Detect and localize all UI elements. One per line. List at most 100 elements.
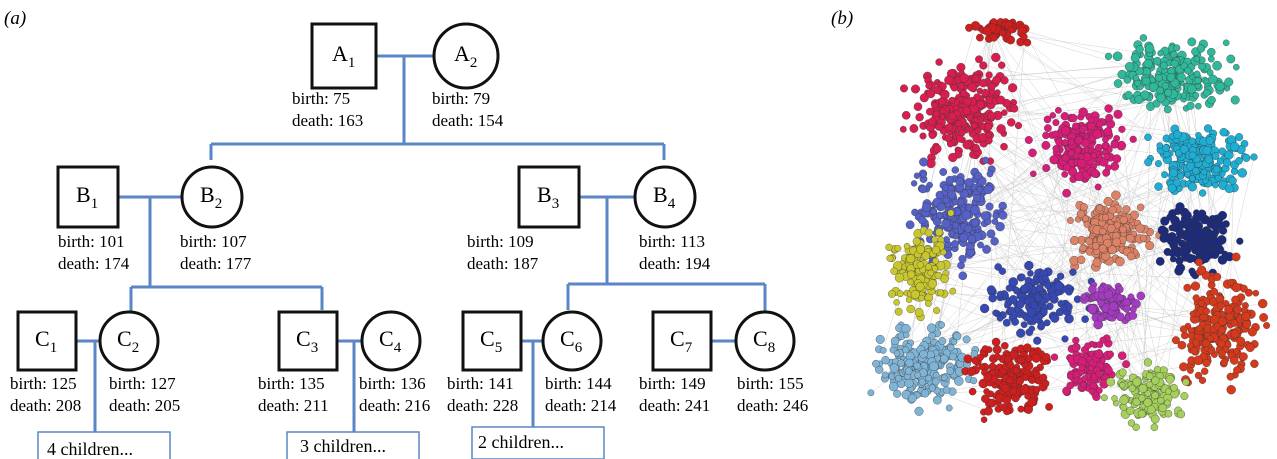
network-node	[1097, 314, 1105, 322]
network-node	[1151, 376, 1160, 385]
network-node	[1098, 244, 1107, 253]
network-node	[1028, 148, 1037, 158]
network-node	[1017, 356, 1025, 365]
network-node	[1201, 251, 1212, 261]
network-node	[1193, 70, 1201, 78]
network-node	[1071, 343, 1081, 352]
network-node	[980, 416, 988, 423]
network-node	[1203, 124, 1213, 133]
network-node	[1230, 95, 1240, 105]
network-node	[900, 84, 908, 93]
network-node	[924, 300, 932, 307]
male-square	[16, 310, 78, 372]
network-node	[1169, 255, 1177, 263]
network-edge	[949, 131, 1129, 316]
death-text: death: 194	[639, 254, 711, 273]
network-node	[1146, 381, 1154, 388]
network-node	[970, 377, 978, 385]
network-node	[1141, 76, 1151, 86]
network-node	[1000, 142, 1008, 151]
network-node	[983, 406, 993, 416]
network-node	[1105, 113, 1114, 122]
network-node	[907, 270, 916, 279]
person-label: B4	[653, 182, 676, 212]
birth-text: birth: 127	[109, 374, 176, 393]
network-node	[1102, 213, 1110, 222]
network-node	[1187, 367, 1194, 374]
network-node	[1226, 385, 1236, 395]
network-node	[914, 308, 924, 317]
network-node	[1143, 59, 1153, 69]
network-node	[1040, 308, 1048, 316]
panel-a-label: (a)	[4, 8, 26, 29]
person-c7: C7	[651, 310, 713, 372]
network-node	[1135, 223, 1145, 233]
network-node	[937, 289, 945, 297]
network-node	[1008, 277, 1019, 287]
network-node	[875, 334, 885, 344]
network-node	[948, 152, 958, 163]
network-node	[1226, 372, 1235, 381]
network-node	[1247, 327, 1257, 337]
network-node	[1144, 133, 1152, 141]
network-node	[1208, 74, 1218, 84]
network-node	[1212, 60, 1222, 71]
network-node	[1177, 172, 1185, 180]
network-node	[1228, 176, 1237, 185]
network-node	[1195, 132, 1202, 139]
network-node	[1195, 258, 1203, 267]
network-node	[910, 180, 918, 187]
network-node	[915, 113, 924, 122]
network-node	[1138, 394, 1146, 402]
network-node	[1204, 155, 1213, 164]
network-node	[1015, 376, 1024, 386]
network-node	[1146, 405, 1156, 414]
network-node	[1155, 74, 1163, 82]
network-node	[1016, 328, 1026, 338]
network-node	[1125, 234, 1135, 243]
death-text: death: 163	[292, 111, 363, 130]
network-node	[1008, 350, 1019, 360]
network-node	[1126, 406, 1135, 415]
children-box-c1-c2	[37, 431, 171, 459]
network-edge	[1170, 85, 1252, 315]
network-node	[1258, 298, 1268, 309]
network-node	[1161, 82, 1170, 90]
network-node	[899, 125, 907, 133]
network-node	[935, 228, 944, 237]
network-node	[1016, 300, 1025, 309]
network-node	[1188, 175, 1196, 182]
network-node	[1052, 119, 1060, 127]
person-label: C2	[117, 326, 139, 356]
network-node	[1123, 75, 1132, 84]
network-node	[1156, 142, 1164, 149]
network-node	[930, 208, 937, 215]
network-node	[921, 202, 932, 213]
network-node	[982, 156, 990, 164]
network-node	[935, 123, 943, 131]
network-node	[1222, 39, 1230, 47]
network-node	[1110, 161, 1120, 171]
network-node	[1067, 138, 1075, 146]
network-node	[1106, 377, 1116, 387]
network-node	[1175, 263, 1186, 273]
network-node	[970, 350, 978, 358]
network-node	[1145, 372, 1154, 380]
network-node	[1080, 381, 1087, 388]
network-node	[928, 131, 937, 140]
network-node	[991, 52, 1001, 63]
network-node	[1173, 44, 1181, 52]
network-node	[979, 61, 988, 70]
network-node	[1217, 316, 1227, 326]
network-node	[1242, 153, 1251, 162]
network-node	[1129, 305, 1137, 313]
network-node	[1224, 184, 1234, 194]
network-node	[1081, 375, 1089, 382]
network-node	[1118, 125, 1126, 133]
network-node	[962, 106, 971, 116]
network-node	[1006, 376, 1014, 385]
network-node	[1103, 153, 1111, 161]
network-node	[879, 347, 887, 354]
network-node	[1061, 139, 1069, 147]
network-node	[894, 245, 902, 252]
